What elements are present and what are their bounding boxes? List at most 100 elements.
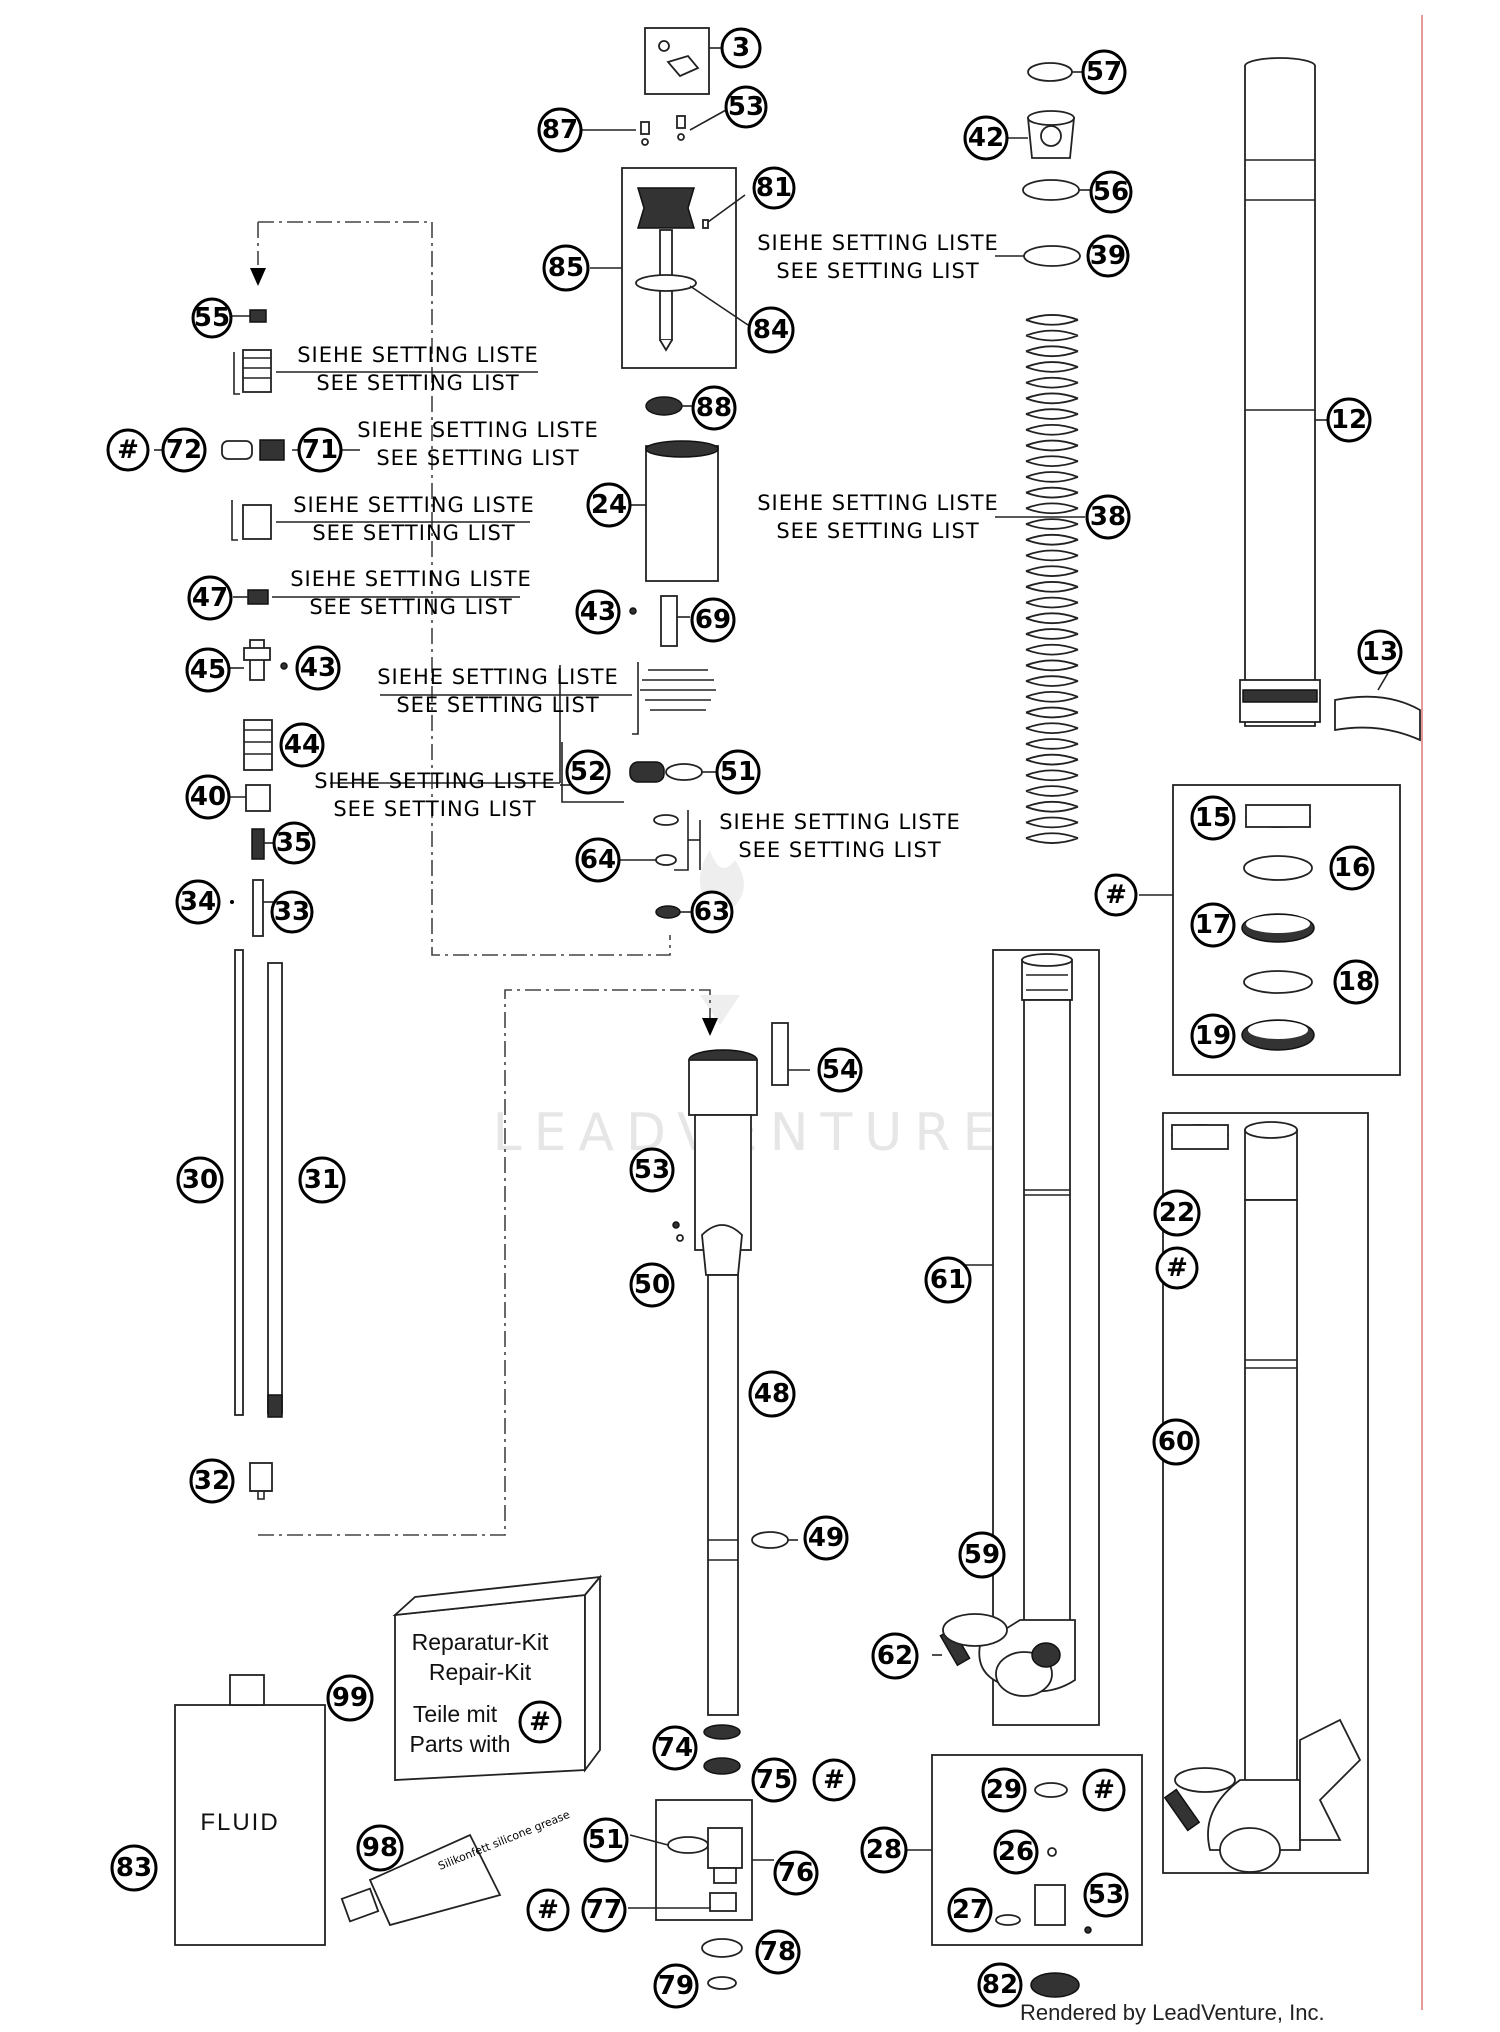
callout-99: 99 [326,1674,374,1722]
callout-71: 71 [297,427,343,473]
svg-text:32: 32 [194,1466,230,1496]
svg-text:53: 53 [728,92,764,122]
note-en: SEE SETTING LIST [776,519,979,543]
svg-text:62: 62 [877,1641,913,1671]
note-en: SEE SETTING LIST [776,259,979,283]
note-en: SEE SETTING LIST [309,595,512,619]
note-1: SIEHE SETTING LISTE SEE SETTING LIST [297,343,539,395]
svg-text:#: # [117,435,139,465]
note-de: SIEHE SETTING LISTE [757,491,999,515]
svg-text:60: 60 [1158,1427,1194,1457]
callout-30: 30 [176,1156,224,1204]
svg-text:52: 52 [570,757,606,787]
svg-text:43: 43 [580,597,616,627]
svg-text:74: 74 [657,1733,693,1763]
svg-text:77: 77 [586,1895,622,1925]
callout-57: 57 [1081,49,1127,95]
svg-text:#: # [537,1895,559,1925]
svg-text:27: 27 [952,1895,988,1925]
callout-24: 24 [586,482,632,528]
callout-54: 54 [817,1047,863,1093]
left-rods [234,949,283,1500]
svg-text:43: 43 [300,653,336,683]
callout-85: 85 [542,244,590,292]
svg-text:19: 19 [1195,1021,1231,1051]
outer-tube-12 [1239,57,1421,742]
note-en: SEE SETTING LIST [376,446,579,470]
svg-text:#: # [1093,1775,1115,1805]
callout-64: 64 [575,837,621,883]
callout-49: 49 [803,1515,849,1561]
svg-text:63: 63 [694,897,730,927]
svg-text:99: 99 [332,1683,368,1713]
left-valve-stack [154,309,570,937]
svg-text:83: 83 [116,1853,152,1883]
callout-53: 53 [724,85,768,129]
callout-19: 19 [1190,1013,1236,1059]
svg-text:40: 40 [190,782,226,812]
svg-text:#: # [529,1707,551,1737]
svg-text:79: 79 [658,1971,694,2001]
svg-text:64: 64 [580,845,616,875]
svg-text:45: 45 [190,655,226,685]
center-parts [330,396,719,919]
svg-text:#: # [1105,880,1127,910]
fork-spring [1025,314,1079,844]
note-de: SIEHE SETTING LISTE [314,769,556,793]
callout-31: 31 [298,1156,346,1204]
svg-text:88: 88 [696,393,732,423]
svg-text:61: 61 [930,1265,966,1295]
callout-16: 16 [1329,845,1375,891]
note-de: SIEHE SETTING LISTE [297,343,539,367]
repair-kit-box: Reparatur-Kit Repair-Kit Teile mit Parts… [392,1574,603,1781]
svg-text:50: 50 [634,1270,670,1300]
callout-13: 13 [1357,629,1403,675]
note-en: SEE SETTING LIST [316,371,519,395]
callout-56: 56 [1089,170,1133,214]
callout-40: 40 [185,774,231,820]
kit-line4: Parts with [410,1731,511,1757]
kit-line3: Teile mit [413,1701,498,1727]
fork-leg-60 [1162,1112,1369,1874]
fluid-label: FLUID [200,1809,279,1836]
routing-lines [250,221,718,1536]
svg-text:34: 34 [180,887,216,917]
callout-98: 98 [356,1824,404,1872]
note-de: SIEHE SETTING LISTE [357,418,599,442]
svg-text:31: 31 [304,1165,340,1195]
callout-15: 15 [1190,795,1236,841]
callout-47: 47 [187,575,233,621]
note-de: SIEHE SETTING LISTE [293,493,535,517]
note-en: SEE SETTING LIST [333,797,536,821]
svg-text:48: 48 [754,1379,790,1409]
callout-17: 17 [1190,902,1236,948]
svg-text:44: 44 [284,730,320,760]
svg-text:57: 57 [1086,57,1122,87]
callout-32: 32 [189,1458,235,1504]
svg-text:42: 42 [968,123,1004,153]
kit-line2: Repair-Kit [429,1659,532,1685]
svg-text:47: 47 [192,583,228,613]
callout-76: 76 [773,1850,819,1896]
callout-69: 69 [690,597,736,643]
callout-22: 22 [1153,1189,1201,1237]
callout-kit-hash: # [518,1700,562,1744]
callout-72: 72 [161,427,207,473]
svg-text:53: 53 [1088,1880,1124,1910]
svg-text:26: 26 [998,1837,1034,1867]
note-2: SIEHE SETTING LISTE SEE SETTING LIST [357,418,599,470]
svg-text:15: 15 [1195,803,1231,833]
fork-leg-61 [932,949,1100,1726]
note-de: SIEHE SETTING LISTE [377,665,619,689]
callout-44: 44 [279,722,325,768]
callout-29: 29 [981,1767,1027,1813]
callout-77: 77 [581,1887,627,1933]
svg-text:33: 33 [274,897,310,927]
callout-61: 61 [924,1256,972,1304]
